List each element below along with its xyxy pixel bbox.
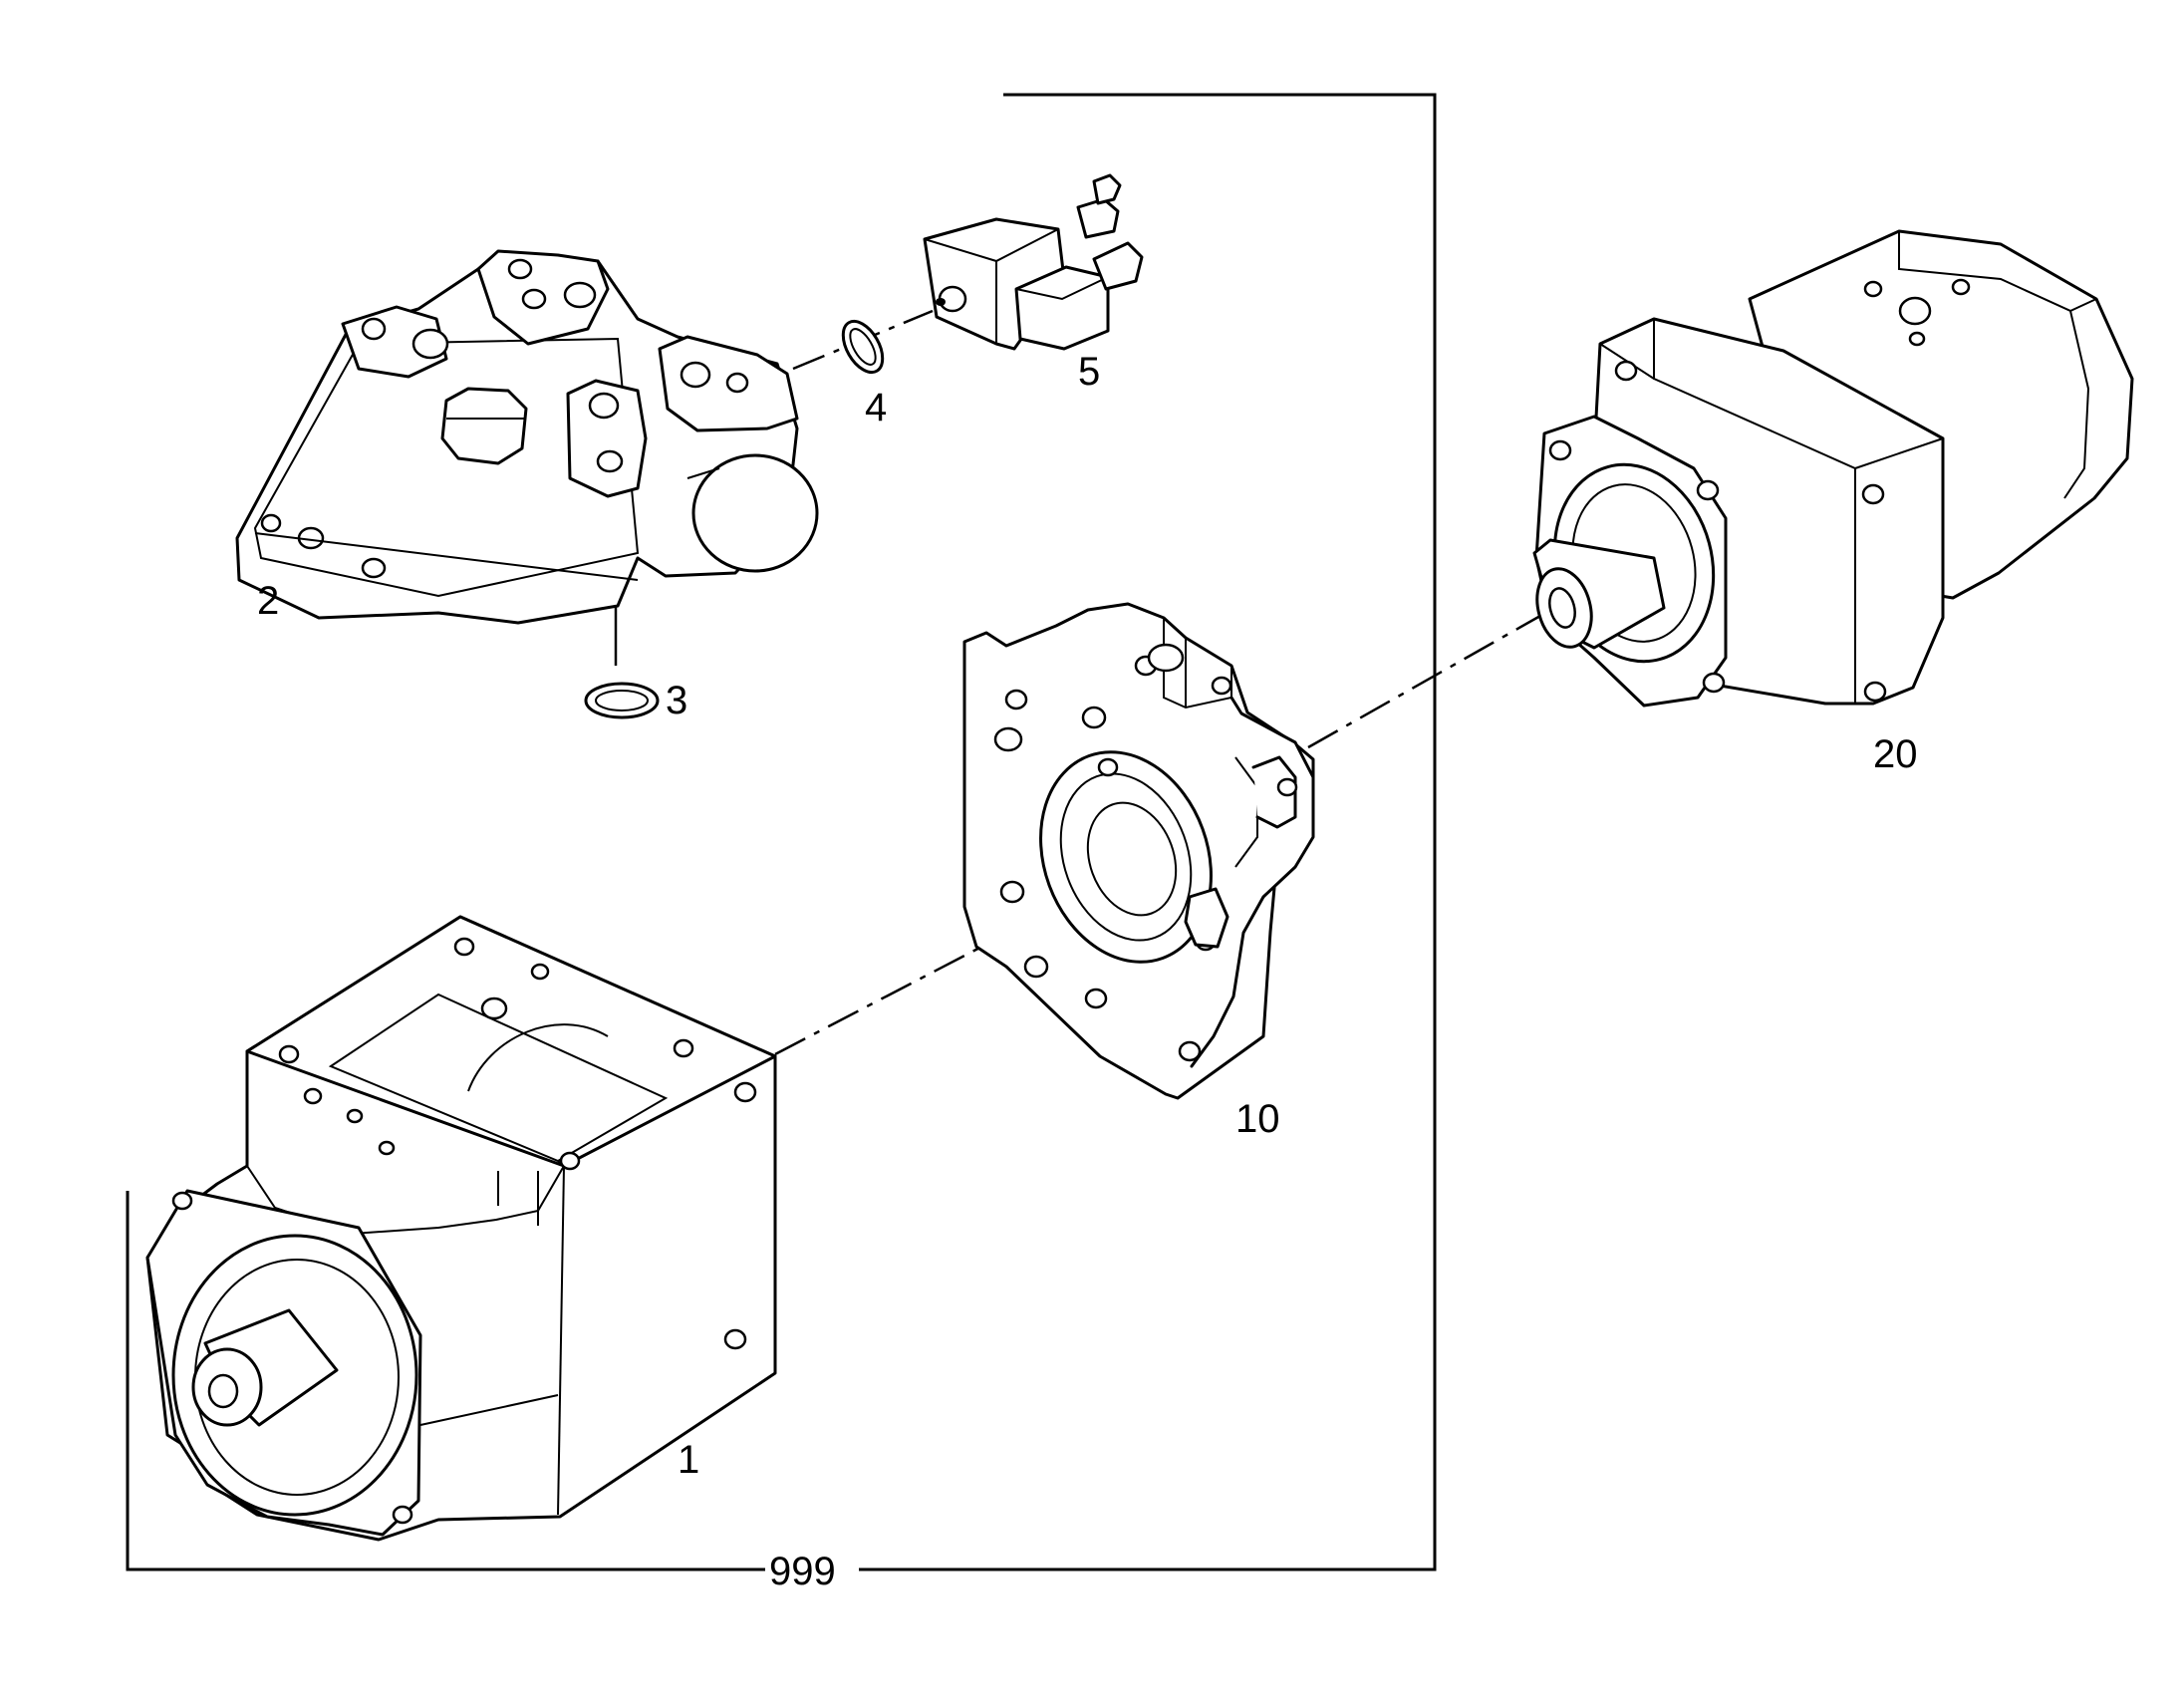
callout-part-5: 5 [1078,350,1100,394]
assembly-999-bracket [126,93,1437,1571]
part-5-solenoid-valve [923,173,1144,351]
part-1-pump-housing [145,915,777,1542]
callout-part-4: 4 [865,386,887,429]
part-10-port-plate [962,602,1315,1100]
part-20-gear-pump [1532,229,2134,708]
callouts: 1 2 3 4 5 10 20 999 [257,350,1918,1593]
part-3-o-ring [584,682,660,719]
callout-part-10: 10 [1235,1097,1280,1141]
callout-part-20: 20 [1873,732,1918,776]
part-4-seal-ring [841,319,885,375]
part-2-cover [235,249,819,625]
callout-part-3: 3 [666,679,687,722]
callout-assembly-999: 999 [769,1550,836,1593]
callout-part-2: 2 [257,579,279,623]
callout-part-1: 1 [678,1438,699,1482]
